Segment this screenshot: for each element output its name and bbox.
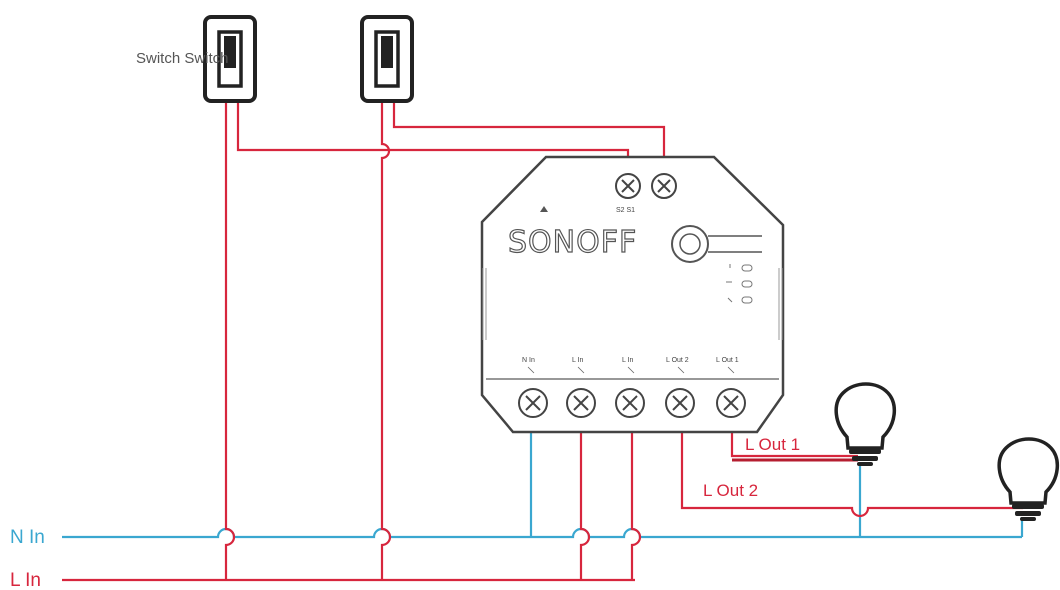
l-in-device-wire-2 bbox=[630, 418, 642, 580]
n-in-label: N In bbox=[10, 527, 45, 548]
light-bulb-1-icon bbox=[834, 382, 896, 466]
switch2-live-wire bbox=[380, 100, 392, 580]
l-out-1-label: L Out 1 bbox=[745, 435, 800, 454]
l-out-2-label: L Out 2 bbox=[703, 481, 758, 500]
top-terminal-s2 bbox=[615, 173, 641, 199]
top-terminals-label: S2 S1 bbox=[616, 207, 635, 214]
terminal-label-l-out-2: L Out 2 bbox=[666, 357, 689, 364]
s1-wire bbox=[392, 100, 666, 165]
bottom-terminal-l-in-1 bbox=[566, 388, 596, 418]
device-brand: SONOFF bbox=[508, 225, 637, 260]
terminal-label-l-out-1: L Out 1 bbox=[716, 357, 739, 364]
light-bulb-2-icon bbox=[997, 437, 1059, 521]
reset-button[interactable] bbox=[671, 225, 762, 263]
s2-wire bbox=[236, 100, 630, 165]
l-in-device-wire-1 bbox=[579, 418, 591, 580]
bottom-terminal-l-in-2 bbox=[615, 388, 645, 418]
switch1-live-wire bbox=[224, 100, 236, 580]
n-in-bus-wire bbox=[62, 527, 1022, 539]
bottom-terminal-n-in bbox=[518, 388, 548, 418]
terminal-label-l-in-2: L In bbox=[622, 357, 634, 364]
switch-label: Switch Switch bbox=[136, 50, 229, 67]
top-terminal-s1 bbox=[651, 173, 677, 199]
wall-switch-1[interactable] bbox=[203, 15, 257, 103]
l-in-label: L In bbox=[10, 570, 41, 590]
terminal-label-n-in: N In bbox=[522, 357, 535, 364]
wall-switch-2[interactable] bbox=[360, 15, 414, 103]
status-led-icons bbox=[726, 264, 753, 304]
terminal-label-l-in-1: L In bbox=[572, 357, 584, 364]
bottom-terminal-l-out-1 bbox=[716, 388, 746, 418]
sonoff-device: SONOFF S2 S1 N In L In L In L Out 2 bbox=[480, 155, 785, 434]
logo-mark-icon bbox=[540, 206, 548, 212]
l-out-2-wire bbox=[680, 418, 1024, 518]
bottom-terminal-l-out-2 bbox=[665, 388, 695, 418]
